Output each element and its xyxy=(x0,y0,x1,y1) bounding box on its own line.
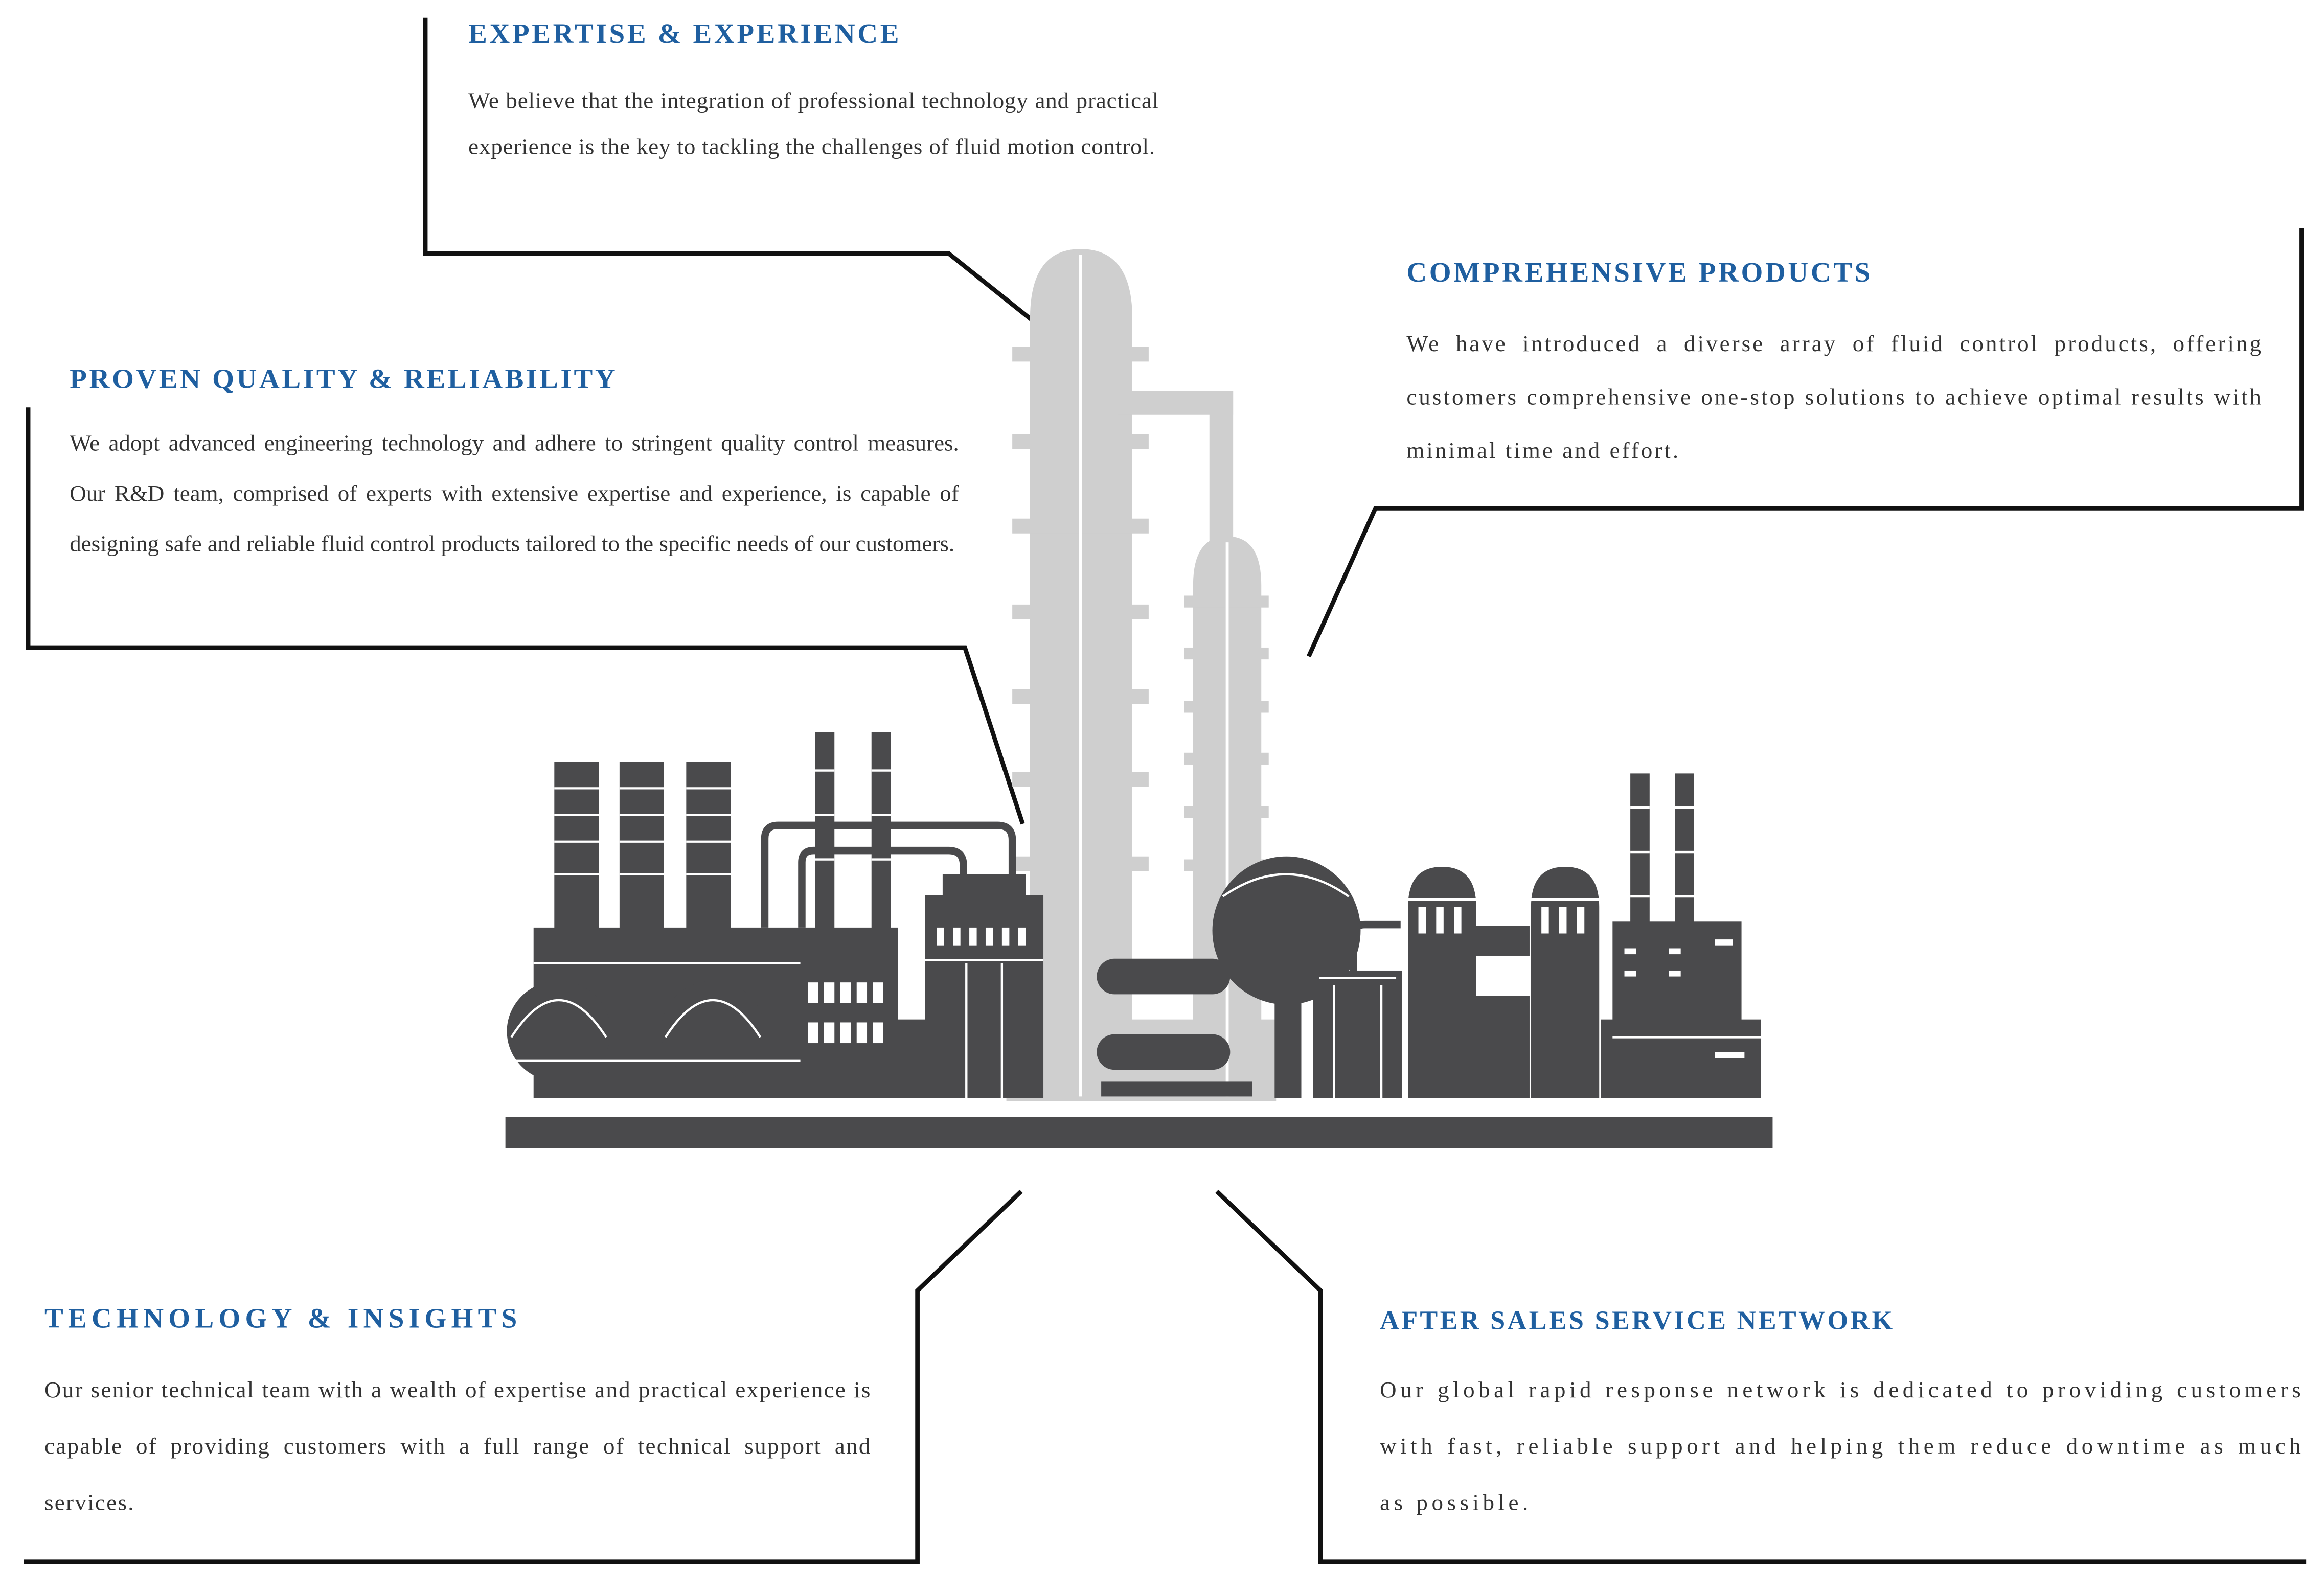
expertise-title: EXPERTISE & EXPERIENCE xyxy=(468,19,902,51)
quality-leader-line xyxy=(26,407,1025,825)
structure-lines xyxy=(508,769,1761,1098)
technology-insights-section: TECHNOLOGY & INSIGHTS Our senior technic… xyxy=(44,1304,872,1532)
comprehensive-leader-line xyxy=(1307,228,2304,658)
technology-leader-line xyxy=(24,1189,1023,1564)
comprehensive-products-title: COMPREHENSIVE PRODUCTS xyxy=(1406,258,1873,289)
factory-buildings xyxy=(505,732,1773,1148)
windows xyxy=(808,907,1745,1058)
after-sales-section: AFTER SALES SERVICE NETWORK Our global r… xyxy=(1380,1305,2305,1532)
expertise-leader-line xyxy=(423,17,1061,344)
expertise-description: We believe that the integration of profe… xyxy=(468,88,1159,160)
after-sales-title: AFTER SALES SERVICE NETWORK xyxy=(1380,1305,1895,1335)
technology-insights-title: TECHNOLOGY & INSIGHTS xyxy=(44,1304,522,1335)
after-sales-description: Our global rapid response network is ded… xyxy=(1380,1378,2305,1516)
comprehensive-products-description: We have introduced a diverse array of fl… xyxy=(1406,332,2264,464)
quality-reliability-section: PROVEN QUALITY & RELIABILITY We adopt ad… xyxy=(70,364,959,570)
technology-insights-description: Our senior technical team with a wealth … xyxy=(44,1378,872,1516)
quality-reliability-description: We adopt advanced engineering technology… xyxy=(70,431,959,558)
pipes xyxy=(761,821,1401,971)
expertise-section: EXPERTISE & EXPERIENCE We believe that t… xyxy=(468,19,1159,171)
comprehensive-products-section: COMPREHENSIVE PRODUCTS We have introduce… xyxy=(1406,258,2263,478)
after-sales-leader-line xyxy=(1215,1189,2307,1564)
quality-reliability-title: PROVEN QUALITY & RELIABILITY xyxy=(70,364,618,396)
